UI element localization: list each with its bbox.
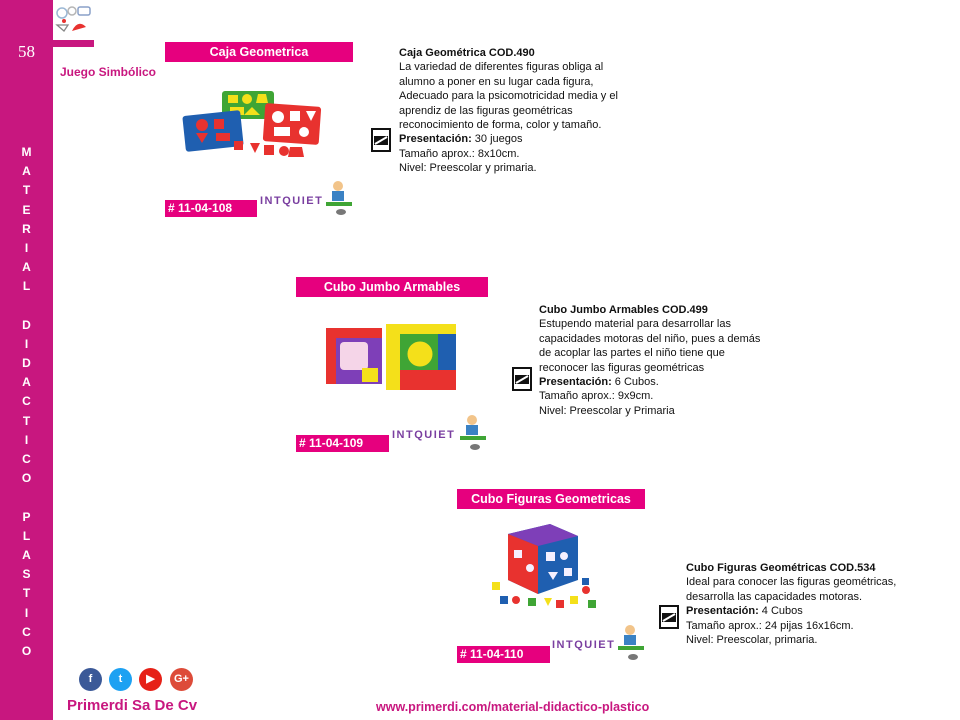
desc-line: de acoplar las partes el niño tiene que xyxy=(539,347,725,360)
sidebar-title-letter: M xyxy=(21,145,32,159)
desc-line: alumno a poner en su lugar cada figura, xyxy=(399,75,594,88)
desc-line: reconocimiento de forma, color y tamaño. xyxy=(399,119,602,132)
product-description-1: Caja Geométrica COD.490 La variedad de d… xyxy=(399,46,659,176)
sidebar-title-letter: A xyxy=(22,164,31,179)
level-line: Nivel: Preescolar y Primaria xyxy=(539,404,675,417)
twitter-icon[interactable]: t xyxy=(109,668,132,691)
sidebar-title-letter xyxy=(0,297,53,316)
sidebar-title-letter: L xyxy=(22,279,31,294)
presentation-label: Presentación: xyxy=(539,376,612,389)
sidebar-title-letter: O xyxy=(21,643,32,658)
sidebar-title-letter: C xyxy=(22,394,31,409)
company-logo xyxy=(55,6,91,32)
google-plus-icon[interactable]: G+ xyxy=(170,668,193,691)
sidebar-title-letter: C xyxy=(22,452,31,466)
sidebar-title-letter: L xyxy=(22,528,31,543)
product-title: Caja Geométrica COD.490 xyxy=(399,47,535,59)
sidebar-title-letter: I xyxy=(24,432,29,447)
presentation: Presentación: 4 Cubos xyxy=(686,604,946,618)
presentation-value: 6 Cubos. xyxy=(611,376,659,389)
brand-name-text: INTQUIET xyxy=(392,429,455,441)
product-code-tag: # 11-04-110 xyxy=(457,646,550,663)
desc-line: Adecuado para la psicomotricidad media y… xyxy=(399,90,618,103)
product-description-2: Cubo Jumbo Armables COD.499 Estupendo ma… xyxy=(539,303,799,418)
product-photo-cubo-jumbo xyxy=(326,324,456,390)
presentation: Presentación: 30 juegos xyxy=(399,132,659,146)
desc-line: Estupendo material para desarrollar las xyxy=(539,318,731,331)
desc-line: capacidades motoras del niño, pues a dem… xyxy=(539,332,761,345)
sidebar-title-letter: R xyxy=(22,221,31,236)
sidebar-title-letter: D xyxy=(22,356,31,371)
sidebar-title-letter: A xyxy=(22,547,31,562)
presentation: Presentación: 6 Cubos. xyxy=(539,375,799,389)
header-rule xyxy=(53,40,94,47)
sidebar-title-letter: T xyxy=(22,586,31,601)
sidebar-title-letter: S xyxy=(22,567,31,582)
product-title: Cubo Figuras Geométricas COD.534 xyxy=(686,562,876,574)
note-icon xyxy=(371,128,391,152)
product-description-3: Cubo Figuras Geométricas COD.534 Ideal p… xyxy=(686,561,946,647)
presentation-value: 30 juegos xyxy=(471,133,523,146)
note-icon xyxy=(512,367,532,391)
footer-company: Primerdi Sa De Cv xyxy=(67,697,198,714)
note-icon xyxy=(659,605,679,629)
level-line: Nivel: Preescolar, primaria. xyxy=(686,634,818,647)
presentation-value: 4 Cubos xyxy=(758,605,803,618)
sidebar-title-letter: T xyxy=(22,183,31,198)
sidebar-title-letter: I xyxy=(24,240,29,255)
page-number: 58 xyxy=(18,42,35,61)
sidebar-title-letter: P xyxy=(22,509,31,524)
intquiet-brand-logo: INTQUIET xyxy=(260,181,352,215)
sidebar-title-letter: E xyxy=(22,202,31,217)
size-line: Tamaño aprox.: 24 pijas 16x16cm. xyxy=(686,619,854,632)
size-line: Tamaño aprox.: 8x10cm. xyxy=(399,147,520,160)
product-photo-cubo-figuras xyxy=(492,524,596,608)
product-title: Cubo Jumbo Armables COD.499 xyxy=(539,304,708,316)
brand-name-text: INTQUIET xyxy=(260,195,323,207)
level-line: Nivel: Preescolar y primaria. xyxy=(399,162,537,175)
desc-line: La variedad de diferentes figuras obliga… xyxy=(399,61,604,74)
product-banner-cubo-figuras: Cubo Figuras Geometricas xyxy=(457,489,645,509)
product-code-tag: # 11-04-109 xyxy=(296,435,389,452)
sidebar-title-letter: T xyxy=(22,413,31,428)
product-banner-cubo-jumbo: Cubo Jumbo Armables xyxy=(296,277,488,297)
presentation-label: Presentación: xyxy=(686,605,759,618)
desc-line: reconocer las figuras geométricas xyxy=(539,361,705,374)
desc-line: aprendiz de las figuras geométricas xyxy=(399,104,573,117)
product-photo-caja-geometrica xyxy=(182,91,322,157)
sidebar-title-letter: A xyxy=(22,260,31,275)
product-code-tag: # 11-04-108 xyxy=(165,200,257,217)
presentation-label: Presentación: xyxy=(399,133,472,146)
sidebar-title-letter: I xyxy=(24,336,29,351)
sidebar-title-letter: A xyxy=(22,375,31,390)
sidebar-title-letter: O xyxy=(21,471,32,486)
intquiet-brand-logo: INTQUIET xyxy=(392,415,486,450)
intquiet-brand-logo: INTQUIET xyxy=(552,625,644,660)
sidebar-title-letter xyxy=(0,488,53,507)
sidebar-title-letter: C xyxy=(22,624,31,639)
desc-line: Ideal para conocer las figuras geométric… xyxy=(686,576,897,589)
sidebar-title-letter: D xyxy=(22,317,31,332)
size-line: Tamaño aprox.: 9x9cm. xyxy=(539,390,654,403)
product-banner-caja-geometrica: Caja Geometrica xyxy=(165,42,353,62)
facebook-icon[interactable]: f xyxy=(79,668,102,691)
youtube-icon[interactable]: ▶ xyxy=(139,668,162,691)
section-label: Juego Simbólico xyxy=(60,65,157,79)
brand-name-text: INTQUIET xyxy=(552,639,615,651)
sidebar-title-letter: I xyxy=(24,605,29,620)
footer-url-link[interactable]: www.primerdi.com/material-didactico-plas… xyxy=(376,700,650,714)
desc-line: desarrolla las capacidades motoras. xyxy=(686,590,863,603)
